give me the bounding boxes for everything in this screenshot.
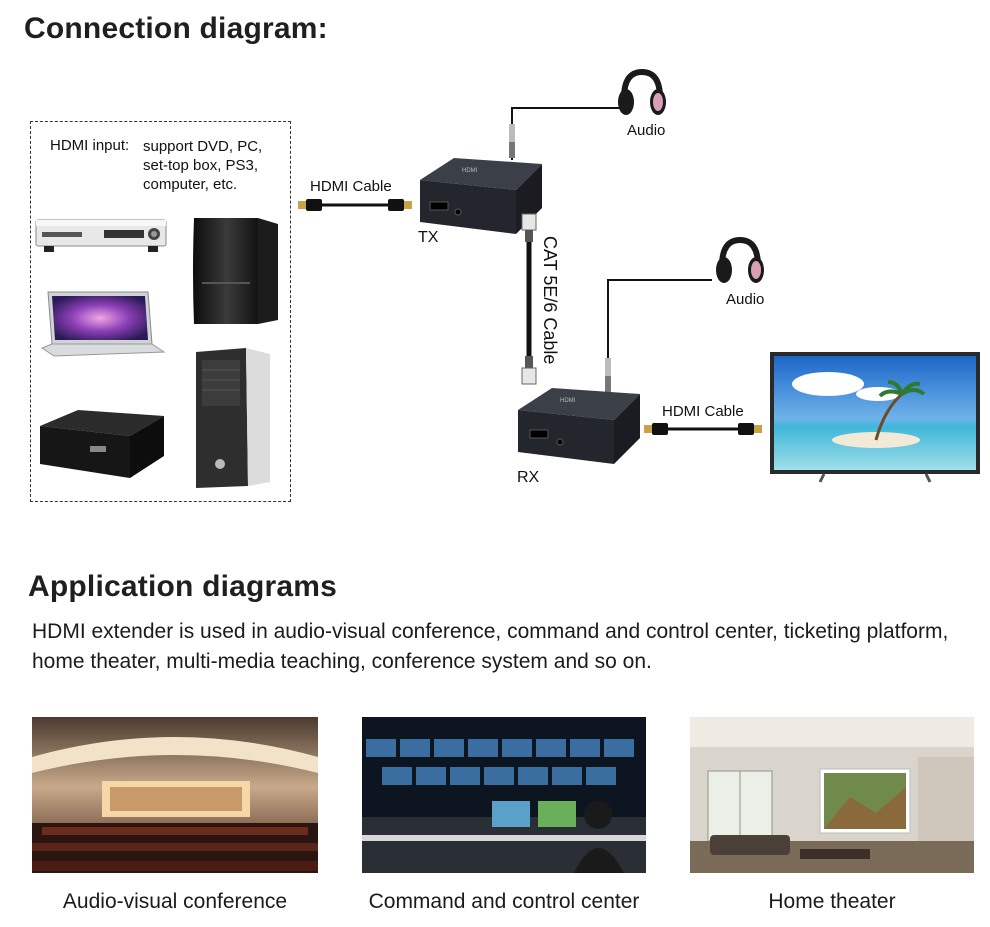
headphones-2-icon — [716, 236, 764, 283]
command-control-center-photo — [362, 717, 646, 873]
audio-1-label: Audio — [627, 122, 666, 139]
caption-audio-visual-conference: Audio-visual conference — [62, 890, 288, 913]
set-top-box-image — [40, 410, 164, 478]
hdmi-cable-1-label: HDMI Cable — [310, 178, 392, 195]
cat-cable-image — [521, 213, 537, 385]
svg-text:HDMI: HDMI — [560, 398, 576, 404]
cat-cable-label: CAT 5E/6 Cable — [540, 236, 560, 365]
hdmi-cable-1-image — [298, 199, 412, 211]
tv-display-image — [770, 352, 980, 483]
audio-2-connection — [605, 279, 712, 396]
application-diagrams-title: Application diagrams — [28, 570, 338, 603]
tx-label: TX — [418, 229, 439, 246]
home-theater-photo — [690, 717, 974, 873]
connection-diagram-title: Connection diagram: — [24, 12, 328, 45]
audio-2-label: Audio — [726, 291, 765, 308]
headphones-1-icon — [618, 68, 666, 115]
audio-visual-conference-photo — [32, 717, 318, 873]
rx-label: RX — [517, 469, 540, 486]
caption-home-theater: Home theater — [768, 890, 896, 913]
hdmi-input-description: support DVD, PC, set-top box, PS3, compu… — [143, 138, 263, 193]
tx-extender-image: HDMI — [420, 158, 542, 234]
caption-command-control-center: Command and control center — [368, 890, 640, 913]
dvd-player-image — [35, 219, 167, 252]
hdmi-cable-2-label: HDMI Cable — [662, 403, 744, 420]
application-description: HDMI extender is used in audio-visual co… — [32, 620, 949, 673]
audio-1-connection — [509, 107, 620, 160]
hdmi-input-box — [30, 121, 291, 502]
ps3-console-image — [193, 218, 278, 324]
hdmi-input-label: HDMI input: — [50, 137, 130, 154]
tower-pc-image — [196, 348, 270, 488]
svg-text:HDMI: HDMI — [462, 168, 478, 174]
hdmi-cable-2-image — [644, 423, 762, 435]
rx-extender-image: HDMI — [518, 388, 640, 464]
laptop-image — [40, 291, 166, 357]
